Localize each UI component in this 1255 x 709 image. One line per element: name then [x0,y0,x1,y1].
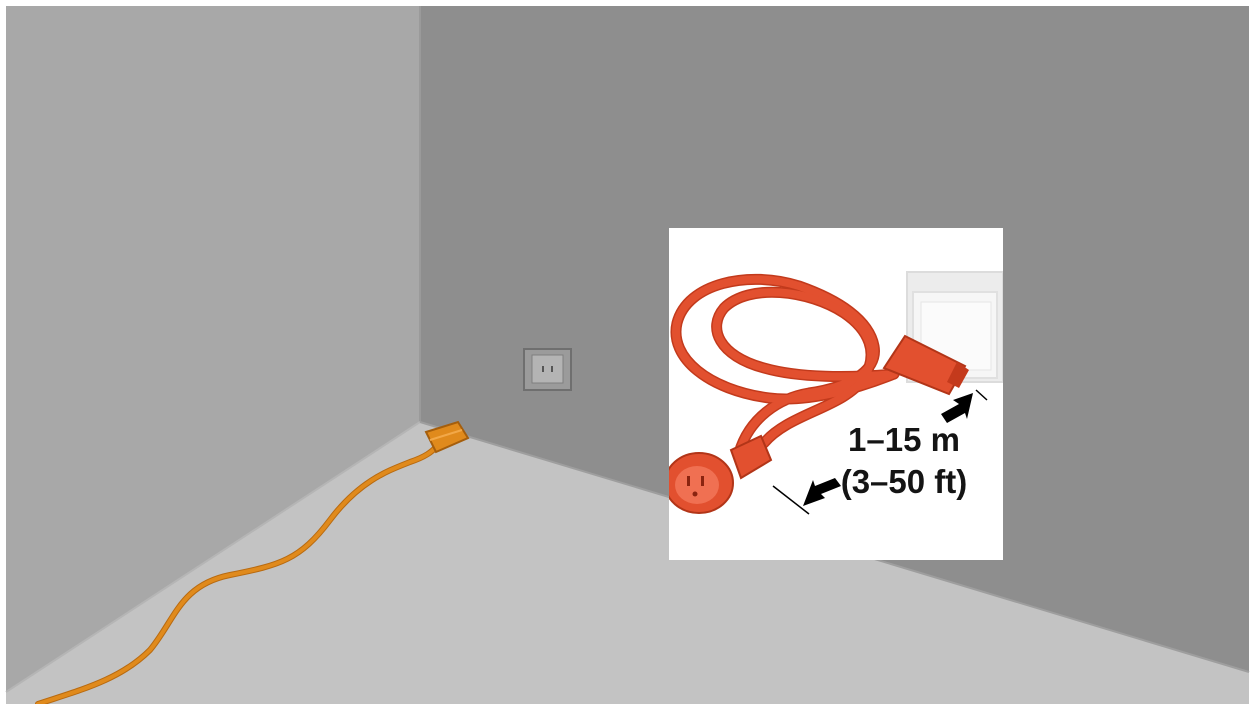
length-label: 1–15 m (3–50 ft) [829,419,979,503]
length-metric: 1–15 m [829,419,979,461]
length-imperial: (3–50 ft) [829,461,979,503]
wall-outlet-icon [524,349,571,390]
extension-cord-inset: 1–15 m (3–50 ft) [669,228,1003,560]
cord-socket-end [669,436,771,513]
extension-cord-icon [669,228,1003,560]
